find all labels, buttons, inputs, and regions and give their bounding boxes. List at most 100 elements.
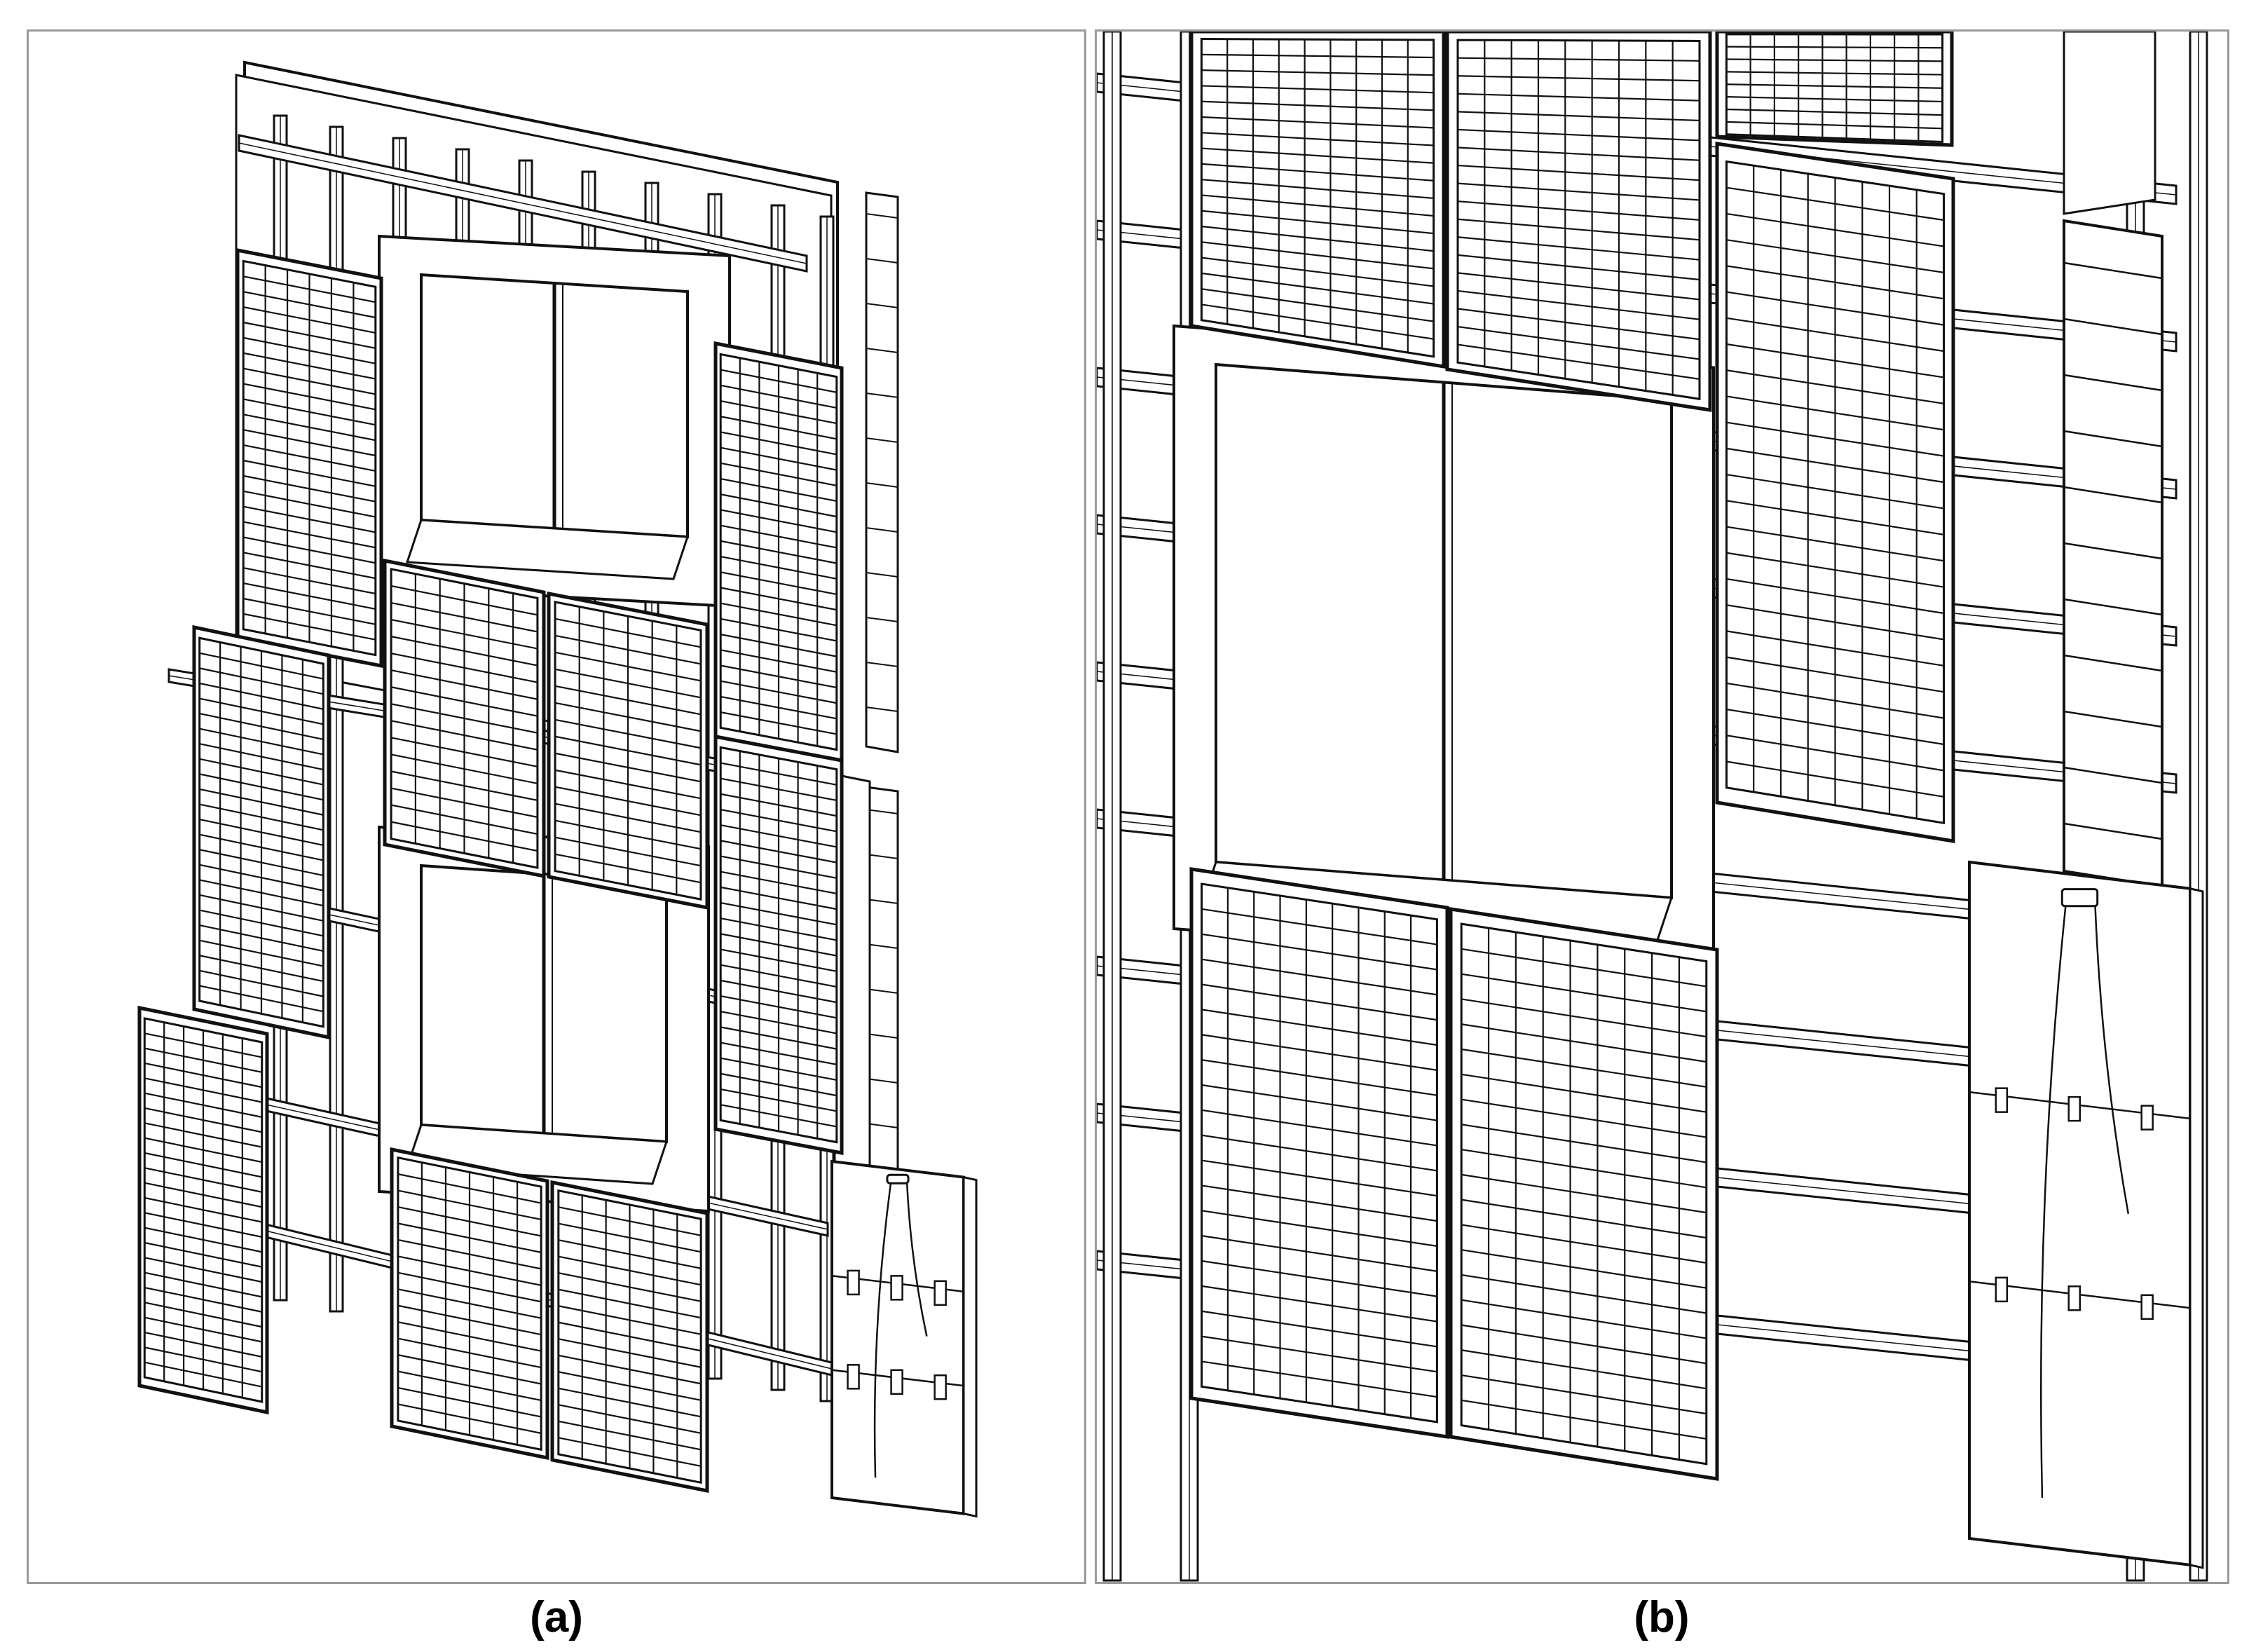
b-solar-module-top-center-cell-row [1457, 325, 1700, 360]
b-solar-module-right-cell-row [1726, 186, 1944, 221]
a-solar-module-center-right-upper-cell-row [554, 718, 702, 749]
a-solar-module-upper-left-cell-row [242, 475, 376, 503]
a-solar-module-center-left-lower-cell-row [397, 1173, 542, 1204]
b-solar-module-top-left [1189, 32, 1446, 369]
b-mounting-backplate-clip [2140, 1294, 2154, 1320]
b-solar-module-right-cell-row [1726, 474, 1944, 510]
a-solar-module-upper-left-cell-row [242, 521, 376, 549]
a-solar-module-upper-right-cell-row [720, 680, 838, 704]
b-solar-module-top-left-cell-row [1201, 257, 1434, 287]
b-solar-module-top-left-cell-row [1201, 288, 1434, 322]
b-solar-module-right-cell-row [1726, 578, 1944, 615]
a-side-column-block [866, 1078, 898, 1084]
a-solar-module-upper-left-cell-row [242, 552, 376, 580]
b-solar-module-top-left-cell-row [1201, 179, 1434, 199]
b-solar-module-top-right-cell-row [1726, 58, 1943, 62]
b-solar-module-bottom-left-cell-row [1201, 1360, 1437, 1398]
a-solar-module-bottom-left [137, 1005, 269, 1415]
a-mounting-backplate-plate-edge [962, 1175, 978, 1518]
a-solar-module-mid-left-cell-row [199, 879, 324, 907]
a-solar-module-center-right-upper-cell-row [554, 668, 702, 699]
a-solar-module-center-right-lower-cell-row [558, 1338, 702, 1368]
a-solar-module-mid-left-cell-row [199, 652, 324, 680]
a-mounting-backplate-plate [830, 1159, 965, 1515]
b-solar-module-bottom-right-cell-row [1461, 1124, 1707, 1163]
b-side-column-block [2063, 598, 2163, 616]
a-solar-module-upper-right-cell-row [720, 400, 838, 425]
b-solar-module-right-cell-row [1726, 317, 1944, 353]
a-side-column-block [866, 1033, 898, 1039]
a-solar-module-lower-right-cell-row [720, 855, 838, 879]
a-solar-module-upper-left-cell-row [242, 336, 376, 364]
a-solar-module-lower-right-cell-row [720, 762, 838, 786]
a-mounting-backplate-clip [934, 1374, 947, 1400]
a-solar-module-lower-right-cell-row [720, 933, 838, 957]
b-solar-module-top-center-cell-row [1457, 343, 1700, 380]
a-window-upper [378, 234, 731, 608]
b-solar-module-bottom-left-cell-row [1201, 1059, 1437, 1096]
a-solar-module-bottom-left-cell-row [144, 1361, 262, 1388]
b-solar-module-top-right-cell-row [1726, 108, 1943, 116]
b-solar-module-top-center-cell-row [1457, 236, 1700, 261]
a-solar-module-upper-right-cell-row [720, 493, 838, 518]
a-solar-module-upper-right-cell-row [720, 462, 838, 486]
a-solar-module-center-right-lower-cell-row [558, 1354, 702, 1385]
a-solar-module-lower-right-cell-row [720, 948, 838, 972]
a-rail-top-edge [238, 142, 807, 264]
a-solar-module-center-right-lower-cell-row [558, 1387, 702, 1418]
a-solar-module-upper-right-cell-row [720, 509, 838, 533]
a-solar-module-center-left-lower-cell-row [397, 1222, 542, 1253]
b-solar-module-top-center [1445, 32, 1712, 412]
b-solar-module-right-cell-row [1726, 708, 1944, 746]
a-solar-module-bottom-left-cell-row [144, 1316, 262, 1343]
a-solar-module-upper-left-cell-row [242, 398, 376, 426]
a-solar-module-center-right-upper-cell-row [554, 769, 702, 800]
a-solar-module-mid-left-cell-row [199, 955, 324, 983]
a-solar-module-center-right-upper-cell-row [554, 786, 702, 817]
b-mounting-backplate-cable-right [2094, 906, 2130, 1215]
b-side-column-block [2063, 374, 2163, 392]
a-solar-module-lower-right-cell-row [720, 995, 838, 1019]
a-solar-module-center-left-lower-cell-row [397, 1304, 542, 1336]
b-solar-module-bottom-left [1189, 867, 1449, 1439]
a-side-column-lower [865, 786, 899, 1224]
a-solar-module-upper-left-cell-row [242, 414, 376, 442]
a-side-column-block [866, 437, 898, 443]
a-solar-module-bottom-left-cell-row [144, 1271, 262, 1298]
a-mounting-backplate-junction-box [886, 1173, 910, 1185]
b-solar-module-bottom-right-cell-row [1461, 1098, 1707, 1138]
b-solar-module-bottom-right-cell-row [1461, 1399, 1707, 1440]
a-solar-module-center-left-upper-cell-row [390, 787, 538, 819]
a-solar-module-lower-right-cell-row [720, 964, 838, 988]
a-side-column-block [866, 482, 898, 488]
a-solar-module-bottom-left-cell-row [144, 1167, 262, 1193]
b-solar-module-bottom-right-cell-row [1461, 973, 1707, 1013]
a-solar-module-upper-right-cell-row [720, 571, 838, 596]
a-side-column-block [866, 392, 898, 398]
a-solar-module-center-left-upper-cell-row [390, 804, 538, 835]
b-solar-module-top-right-cell-row [1726, 121, 1943, 130]
b-solar-module-bottom-left-cell-row [1201, 1034, 1437, 1071]
a-solar-module-lower-right-cell-row [720, 840, 838, 863]
b-mounting-backplate-clip [2067, 1095, 2081, 1122]
b-solar-module-top-right-cell-row [1726, 46, 1943, 49]
panel-b-caption: (b) [1634, 1593, 1690, 1641]
a-side-column-block [866, 1123, 898, 1128]
a-window-upper-sill [405, 519, 690, 580]
b-mounting-backplate-clip [1995, 1087, 2009, 1113]
a-solar-module-center-right-lower-cell-row [558, 1222, 702, 1253]
a-solar-module-center-right-upper-cell-row [554, 803, 702, 833]
a-solar-module-center-left-lower-cell-row [397, 1321, 542, 1352]
b-solar-module-right-cell-row [1726, 395, 1944, 431]
b-side-column-block [2063, 822, 2163, 840]
a-solar-module-center-right-upper-cell-row [554, 702, 702, 732]
b-solar-module-top-right-cell-row [1726, 71, 1943, 76]
b-solar-module-bottom-left-cell-row [1201, 1134, 1437, 1172]
a-solar-module-center-right-lower-cell-row [558, 1255, 702, 1286]
a-solar-module-center-left-lower [390, 1147, 549, 1461]
b-solar-module-right-cell-row [1726, 604, 1944, 641]
a-mounting-backplate [830, 1159, 978, 1518]
b-solar-module-right-cell-row [1726, 239, 1944, 273]
b-mounting-backplate-cable-left [2040, 906, 2067, 1499]
a-solar-module-mid-left-cell-row [199, 788, 324, 816]
